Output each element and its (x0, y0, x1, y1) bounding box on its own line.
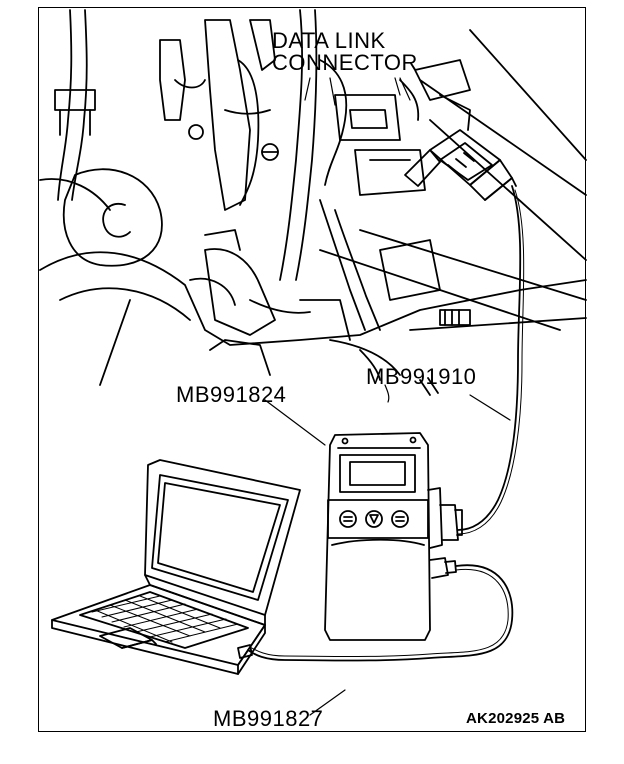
dashboard-lower-panel (39, 29, 587, 386)
mb991910-cable (457, 185, 522, 531)
connector-label-line1: DATA LINK (272, 28, 386, 53)
mb991824-device (324, 432, 463, 641)
mounting-bracket (62, 168, 163, 267)
data-link-connector-plug (404, 129, 517, 201)
illustration-frame (38, 7, 586, 732)
laptop-computer (51, 459, 301, 675)
mb991827-label: MB991827 (213, 706, 324, 731)
figure-code: AK202925 AB (466, 710, 566, 727)
connector-label-line2: CONNECTOR (272, 50, 418, 75)
mb991910-label: MB991910 (366, 364, 477, 389)
steering-column (54, 9, 96, 201)
mb991827-cable (247, 564, 514, 662)
mb991824-label: MB991824 (176, 382, 287, 407)
label-leaders (264, 77, 511, 716)
under-dash-components (159, 9, 471, 396)
